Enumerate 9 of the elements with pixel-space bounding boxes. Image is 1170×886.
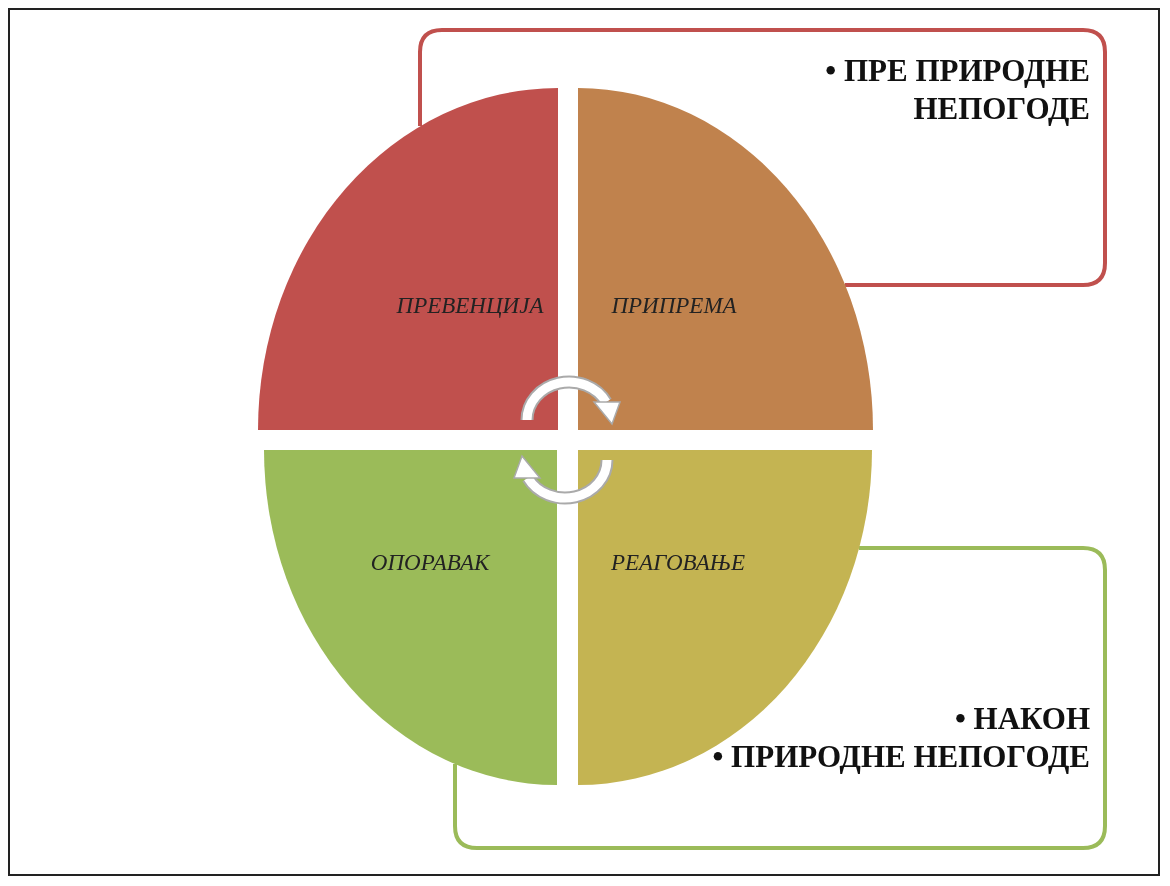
cycle-arrow xyxy=(512,454,614,505)
quadrant-label: РЕАГОВАЊЕ xyxy=(611,550,745,576)
quadrant-label: ОПОРАВАК xyxy=(370,550,490,576)
bullet-text: • ПРИРОДНЕ НЕПОГОДЕ xyxy=(711,738,1090,776)
quadrant-label: ПРИПРЕМА xyxy=(611,293,737,319)
quadrant-label: ПРЕВЕНЦИЈА xyxy=(396,293,544,319)
bullet-text: • НАКОН xyxy=(953,700,1090,738)
bullet-text: • ПРЕ ПРИРОДНЕ НЕПОГОДЕ xyxy=(824,52,1090,128)
cycle-arrow xyxy=(520,375,622,426)
